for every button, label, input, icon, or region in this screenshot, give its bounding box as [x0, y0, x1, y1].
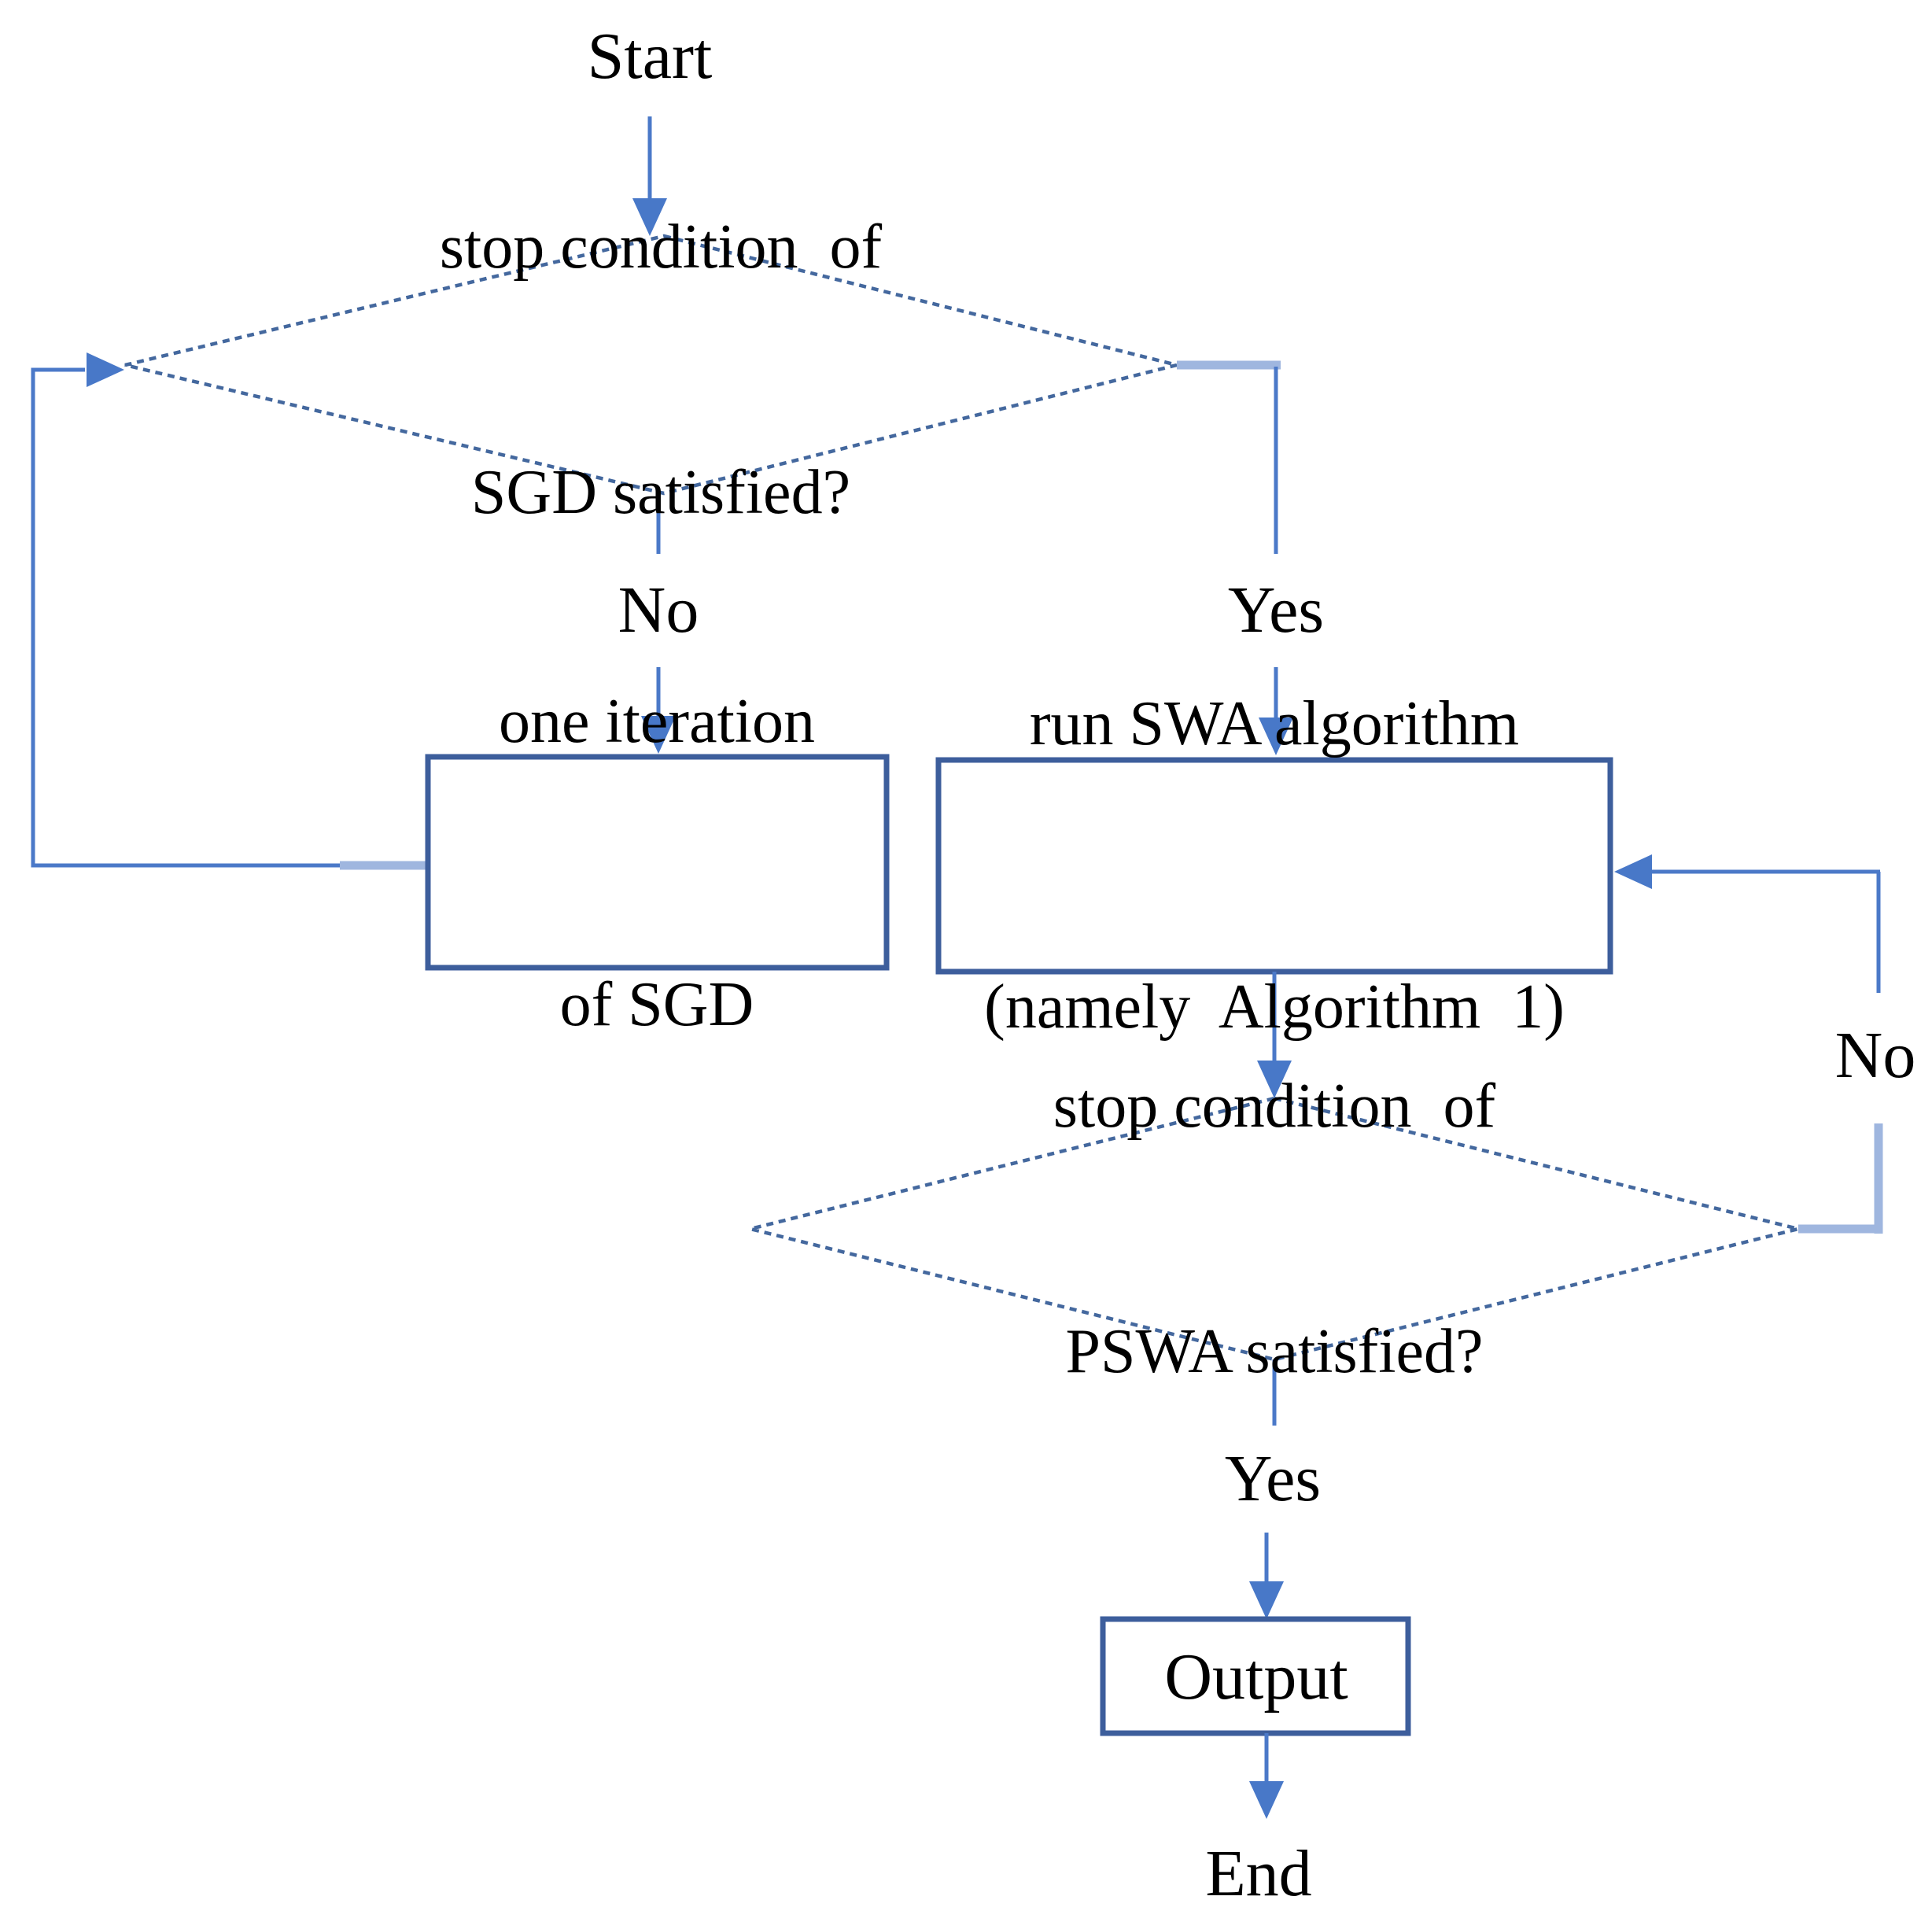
decision-sgd-line2: SGD satisfied?	[470, 458, 851, 527]
process-sgd-text: one iteration of SGD	[499, 485, 815, 1241]
process-swa-line1: run SWA algorithm	[1029, 689, 1520, 758]
process-sgd-line1: one iteration	[498, 687, 816, 756]
branch-pswa-yes-arrowhead-icon	[1249, 1581, 1284, 1619]
swa-to-pswa-arrowhead-icon	[1257, 1061, 1292, 1098]
branch-sgd-no-arrowhead-icon	[641, 716, 676, 754]
decision-pswa-line1: stop condition of	[1053, 1072, 1496, 1141]
decision-pswa-line2: PSWA satisfied?	[1065, 1317, 1484, 1386]
output-to-end-arrowhead-icon	[1249, 1781, 1284, 1819]
branch-pswa-yes-label: Yes	[1224, 1442, 1322, 1515]
branch-sgd-no-label: No	[618, 574, 699, 647]
branch-pswa-no-label: No	[1834, 1019, 1916, 1092]
branch-sgd-yes-arrowhead-icon	[1259, 718, 1293, 755]
process-sgd-line2: of SGD	[559, 970, 754, 1039]
decision-pswa-diamond	[750, 1096, 1799, 1362]
start-arrowhead-icon	[632, 198, 667, 236]
process-sgd-box	[425, 754, 890, 971]
output-box	[1100, 1616, 1411, 1736]
branch-pswa-no-arrowhead-icon	[1614, 854, 1652, 889]
decision-sgd-line1: stop condition of	[439, 212, 883, 282]
sgd-loop-arrowhead-icon	[87, 352, 124, 387]
process-swa-text: run SWA algorithm (namely Algorithm 1)	[984, 488, 1565, 1243]
output-label: Output	[1164, 1640, 1348, 1714]
end-label: End	[1205, 1837, 1312, 1910]
decision-sgd-text: stop condition of SGD satisfied?	[440, 42, 882, 697]
sgd-loop-line	[31, 367, 428, 868]
branch-sgd-yes-label: Yes	[1227, 574, 1325, 647]
decision-pswa-text: stop condition of PSWA satisfied?	[1053, 902, 1495, 1556]
start-label: Start	[587, 20, 713, 93]
decision-sgd-diamond	[124, 234, 1178, 496]
process-swa-line2: (namely Algorithm 1)	[984, 972, 1565, 1042]
